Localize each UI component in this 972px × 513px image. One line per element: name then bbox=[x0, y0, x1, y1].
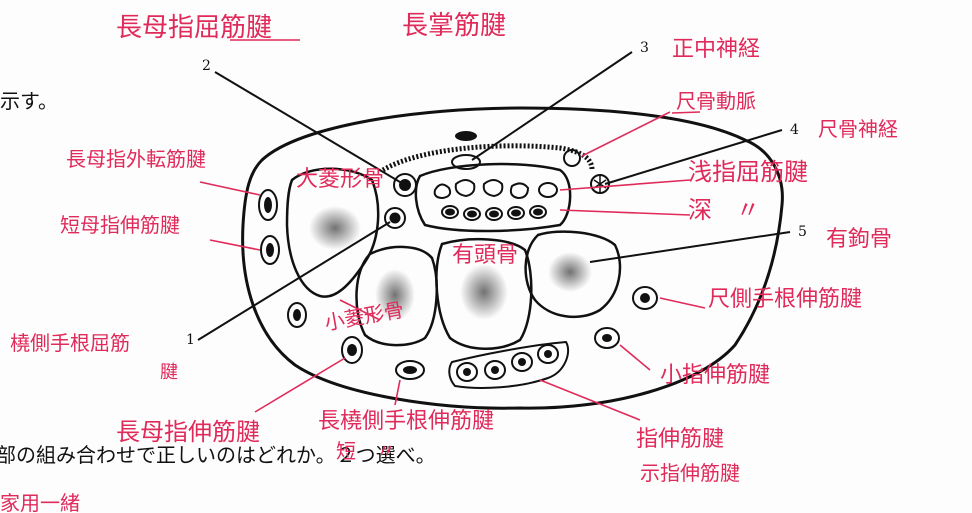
label-fcr-tendon-1: 橈側手根屈筋 bbox=[10, 331, 130, 355]
label-ecrl-tendon: 長橈側手根伸筋腱 bbox=[318, 409, 494, 434]
pen-line-apl bbox=[200, 182, 260, 195]
label-fdp-tendon: 深 〃 bbox=[688, 196, 760, 224]
ecu-core bbox=[640, 293, 650, 303]
label-hamate: 有鉤骨 bbox=[826, 227, 892, 252]
palmaris-longus-tendon bbox=[455, 131, 477, 141]
pen-line-fds bbox=[560, 180, 690, 190]
label-median-nerve: 正中神経 bbox=[672, 37, 760, 62]
fds-tendon-shape-2 bbox=[456, 180, 475, 196]
pen-line-ed bbox=[540, 380, 640, 420]
epb-core bbox=[266, 243, 274, 257]
ed-core-3 bbox=[518, 358, 526, 366]
label-edm-tendon: 小指伸筋腱 bbox=[660, 363, 770, 388]
edm-core bbox=[602, 334, 612, 342]
pen-line-ulnar-artery bbox=[582, 112, 670, 156]
capitate-medulla bbox=[460, 264, 508, 320]
apl-core bbox=[264, 197, 272, 213]
fcr-tendon-core bbox=[391, 214, 400, 223]
label-ed-tendon: 指伸筋腱 bbox=[636, 427, 724, 452]
label-fcr-tendon-2: 腱 bbox=[160, 362, 178, 383]
label-apl-tendon: 長母指外転筋腱 bbox=[66, 147, 206, 171]
fdp-fill-1 bbox=[445, 209, 455, 216]
hamate-medulla bbox=[548, 252, 592, 292]
pen-line-epl bbox=[255, 358, 345, 412]
label-epl-tendon: 長母指伸筋腱 bbox=[116, 418, 260, 446]
ed-core-2 bbox=[491, 366, 499, 374]
trapezium-medulla bbox=[309, 206, 361, 250]
ulnar-nerve-fascicles bbox=[594, 176, 606, 192]
handwritten-labels: 長母指屈筋腱 長掌筋腱 正中神経 尺骨動脈 尺骨神経 浅指屈筋腱 深 〃 有鉤骨… bbox=[10, 11, 898, 485]
fds-tendon-shape-3 bbox=[484, 180, 503, 196]
label-fpl-tendon: 長母指屈筋腱 bbox=[116, 13, 272, 43]
fdp-fill-2 bbox=[467, 211, 477, 218]
label-fds-tendon: 浅指屈筋腱 bbox=[688, 158, 808, 186]
label-trapezoid: 小菱形骨 bbox=[323, 297, 406, 335]
label-ulnar-nerve: 尺骨神経 bbox=[818, 117, 898, 141]
ed-core-1 bbox=[463, 368, 471, 376]
fdp-tendon-fills bbox=[445, 209, 543, 218]
epl-core bbox=[347, 344, 357, 356]
number-5: 5 bbox=[798, 224, 807, 240]
number-4: 4 bbox=[790, 122, 799, 138]
label-eip-tendon: 示指伸筋腱 bbox=[640, 461, 740, 485]
pen-line-ecrl bbox=[395, 380, 400, 405]
pen-line-fdp bbox=[560, 210, 690, 215]
number-1: 1 bbox=[186, 332, 195, 348]
label-trapezium-text: 大菱形骨 bbox=[296, 167, 384, 192]
label-ulnar-artery: 尺骨動脈 bbox=[676, 89, 756, 113]
handwritten-fragment-bottom: 家用一緒 bbox=[0, 491, 80, 513]
label-ecu-tendon: 尺側手根伸筋腱 bbox=[708, 287, 862, 312]
fds-tendon-shape-4 bbox=[511, 183, 528, 198]
label-trapezium: 大菱形骨 bbox=[296, 167, 384, 192]
fds-tendon-shape-1 bbox=[435, 184, 450, 198]
ecrl-core bbox=[293, 309, 301, 321]
pen-line-epb bbox=[210, 240, 260, 250]
label-epb-tendon: 短母指伸筋腱 bbox=[60, 213, 180, 237]
fdp-tendon-shape-1 bbox=[539, 183, 557, 197]
label-ecrb-ditto: 短 〃 bbox=[336, 439, 396, 463]
ed-core-4 bbox=[544, 350, 552, 358]
fdp-fill-3 bbox=[489, 211, 499, 218]
pen-line-edm bbox=[620, 345, 650, 370]
label-pl-tendon: 長掌筋腱 bbox=[402, 11, 506, 41]
number-2: 2 bbox=[202, 58, 211, 74]
question-fragment-top: 示す。 bbox=[0, 89, 58, 113]
label-capitate: 有頭骨 bbox=[452, 243, 518, 268]
fdp-fill-4 bbox=[511, 210, 521, 217]
fdp-fill-5 bbox=[533, 209, 543, 216]
ecrb-core bbox=[403, 366, 417, 374]
leader-5 bbox=[590, 232, 790, 262]
pen-line-ecu bbox=[660, 298, 705, 308]
number-3: 3 bbox=[640, 40, 649, 56]
